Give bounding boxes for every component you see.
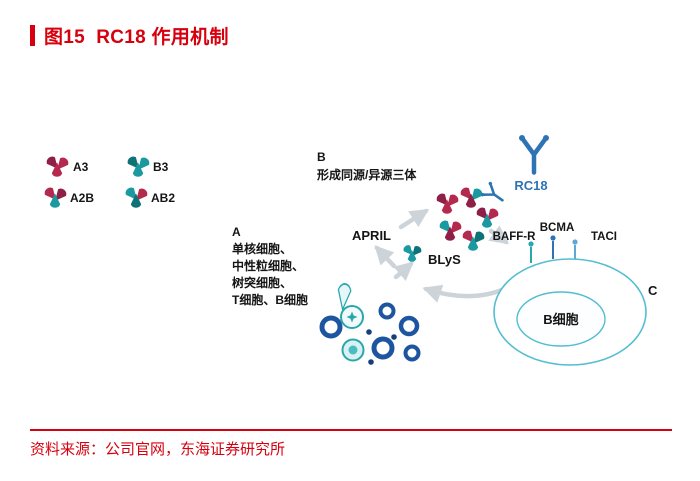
label-a-line1: 单核细胞、: [232, 241, 292, 256]
cell-dot: [368, 359, 374, 365]
annotation-b: B 形成同源/异源三体: [317, 150, 417, 182]
arrow-trimers-to-receptors: [488, 225, 510, 245]
trimer-icon: [437, 218, 464, 241]
arrow-cells-to-april: [374, 245, 397, 269]
label-a-marker: A: [232, 225, 241, 239]
trimer-icon-a3: [44, 154, 71, 177]
label-bcma: BCMA: [540, 222, 575, 234]
legend: A3 B3 A2B AB2: [42, 154, 175, 208]
label-a-line2: 中性粒细胞、: [232, 258, 304, 273]
label-taci: TACI: [591, 231, 617, 243]
cell-dot: [391, 334, 397, 340]
legend-label-a3: A3: [73, 160, 89, 174]
legend-label-a2b: A2B: [70, 191, 94, 205]
cell-icon-teal: [341, 338, 365, 362]
footer-divider: [30, 429, 672, 431]
cell-icon: [403, 344, 421, 362]
legend-label-b3: B3: [153, 160, 169, 174]
label-b-text: 形成同源/异源三体: [317, 167, 417, 182]
label-a-line3: 树突细胞、: [232, 275, 292, 290]
trimer-icon-a2b: [42, 185, 69, 208]
label-c-marker: C: [648, 283, 658, 298]
label-blys: BLyS: [428, 252, 461, 267]
trimer-icon: [474, 205, 501, 228]
b-cell: B细胞 C: [493, 258, 658, 366]
label-b-marker: B: [317, 150, 326, 164]
b-cell-nucleus: [516, 291, 606, 347]
label-baff-r: BAFF-R: [493, 231, 536, 243]
cell-icon: [378, 302, 396, 320]
cell-icon: [371, 336, 395, 360]
label-rc18: RC18: [514, 178, 547, 193]
title-accent-bar: [30, 25, 35, 46]
legend-label-ab2: AB2: [151, 191, 175, 205]
figure-title-row: 图15 RC18 作用机制: [30, 22, 229, 49]
figure-title: 图15 RC18 作用机制: [44, 27, 229, 48]
label-b-cell: B细胞: [543, 312, 578, 327]
trimer-icon: [458, 185, 485, 208]
cell-icon: [319, 315, 343, 339]
arrow-cells-to-blys: [393, 261, 414, 282]
cell-dot: [366, 329, 372, 335]
source-note: 资料来源：公司官网，东海证券研究所: [30, 441, 286, 458]
trimer-icon: [460, 228, 487, 251]
receptor-icon-baff-r: [528, 241, 534, 263]
cell-icon-spiky: [340, 305, 364, 329]
trimer-icon-b3: [125, 154, 152, 177]
arrow-april-to-trimers: [398, 208, 430, 230]
label-april: APRIL: [352, 228, 391, 243]
immune-cells-cluster: [319, 282, 421, 365]
trimer-icon-blys: [401, 243, 423, 262]
label-a-line4: T细胞、B细胞: [232, 292, 308, 307]
cell-icon: [398, 315, 420, 337]
antibody-icon-rc18-small: [480, 181, 504, 202]
receptor-icon-bcma: [550, 235, 556, 259]
trimer-icon: [434, 191, 461, 214]
trimer-icon-ab2: [123, 185, 150, 208]
antibody-icon-rc18-large: [519, 135, 549, 175]
annotation-a: A 单核细胞、 中性粒细胞、 树突细胞、 T细胞、B细胞: [232, 225, 308, 307]
